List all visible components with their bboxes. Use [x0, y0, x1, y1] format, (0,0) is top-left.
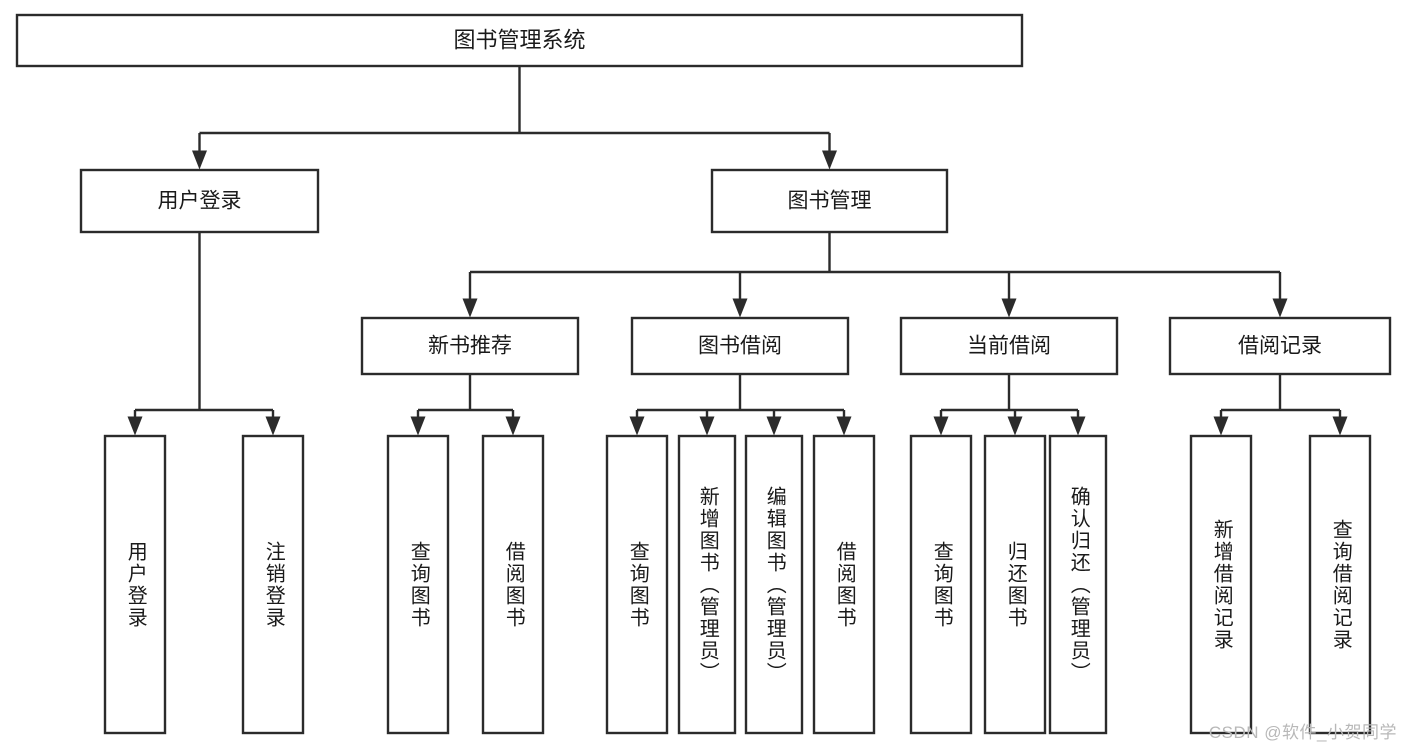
box-layer [15, 13, 1392, 735]
leaf-node-leaf-logout-login[interactable] [241, 434, 305, 735]
watermark-credit: CSDN @软件_小贺同学 [1208, 723, 1397, 742]
arrow-head-icon [629, 416, 645, 436]
arrow-head-icon [732, 298, 748, 318]
arrow-head-icon [1007, 416, 1023, 436]
arrow-head-icon [505, 416, 521, 436]
leaf-node-leaf-confirm-return[interactable] [1048, 434, 1108, 735]
root-node[interactable] [15, 13, 1024, 68]
arrow-head-icon [462, 298, 478, 318]
level2-node-new-book-recommend-label: 新书推荐 [428, 335, 512, 358]
arrow-head-icon [699, 416, 715, 436]
leaf-node-leaf-borrow-book-2[interactable] [812, 434, 876, 735]
leaf-node-leaf-return-book[interactable] [983, 434, 1047, 735]
arrow-head-icon [265, 416, 281, 436]
arrow-head-icon [1001, 298, 1017, 318]
arrow-head-icon [1213, 416, 1229, 436]
level1-node-user-login-label: 用户登录 [158, 190, 242, 213]
leaf-node-leaf-query-book-2[interactable] [605, 434, 669, 735]
arrow-head-icon [766, 416, 782, 436]
leaf-node-leaf-borrow-book-1[interactable] [481, 434, 545, 735]
arrow-head-icon [192, 150, 207, 170]
arrow-head-icon [1070, 416, 1086, 436]
leaf-node-leaf-query-book-1[interactable] [386, 434, 450, 735]
level1-node-user-login[interactable] [79, 168, 320, 234]
leaf-node-leaf-add-book[interactable] [677, 434, 737, 735]
level2-node-book-borrow[interactable] [630, 316, 850, 376]
level1-node-book-manage[interactable] [710, 168, 949, 234]
arrow-head-icon [822, 150, 837, 170]
arrow-head-icon [127, 416, 143, 436]
leaf-node-leaf-add-record[interactable] [1189, 434, 1253, 735]
level2-node-new-book-recommend[interactable] [360, 316, 580, 376]
leaf-node-leaf-edit-book[interactable] [744, 434, 804, 735]
level2-node-current-borrow[interactable] [899, 316, 1119, 376]
connector-layer [127, 66, 1348, 436]
level1-node-book-manage-label: 图书管理 [788, 190, 872, 213]
level2-node-borrow-record-label: 借阅记录 [1238, 335, 1322, 358]
arrow-head-icon [933, 416, 949, 436]
leaf-node-leaf-query-book-3[interactable] [909, 434, 973, 735]
arrow-head-icon [836, 416, 852, 436]
arrow-head-icon [1332, 416, 1348, 436]
level2-node-book-borrow-label: 图书借阅 [698, 335, 782, 358]
leaf-node-leaf-query-record[interactable] [1308, 434, 1372, 735]
arrow-head-icon [410, 416, 426, 436]
leaf-node-leaf-user-login[interactable] [103, 434, 167, 735]
level2-node-borrow-record[interactable] [1168, 316, 1392, 376]
arrow-head-icon [1272, 298, 1288, 318]
root-node-label: 图书管理系统 [453, 27, 585, 52]
level2-node-current-borrow-label: 当前借阅 [967, 335, 1051, 358]
